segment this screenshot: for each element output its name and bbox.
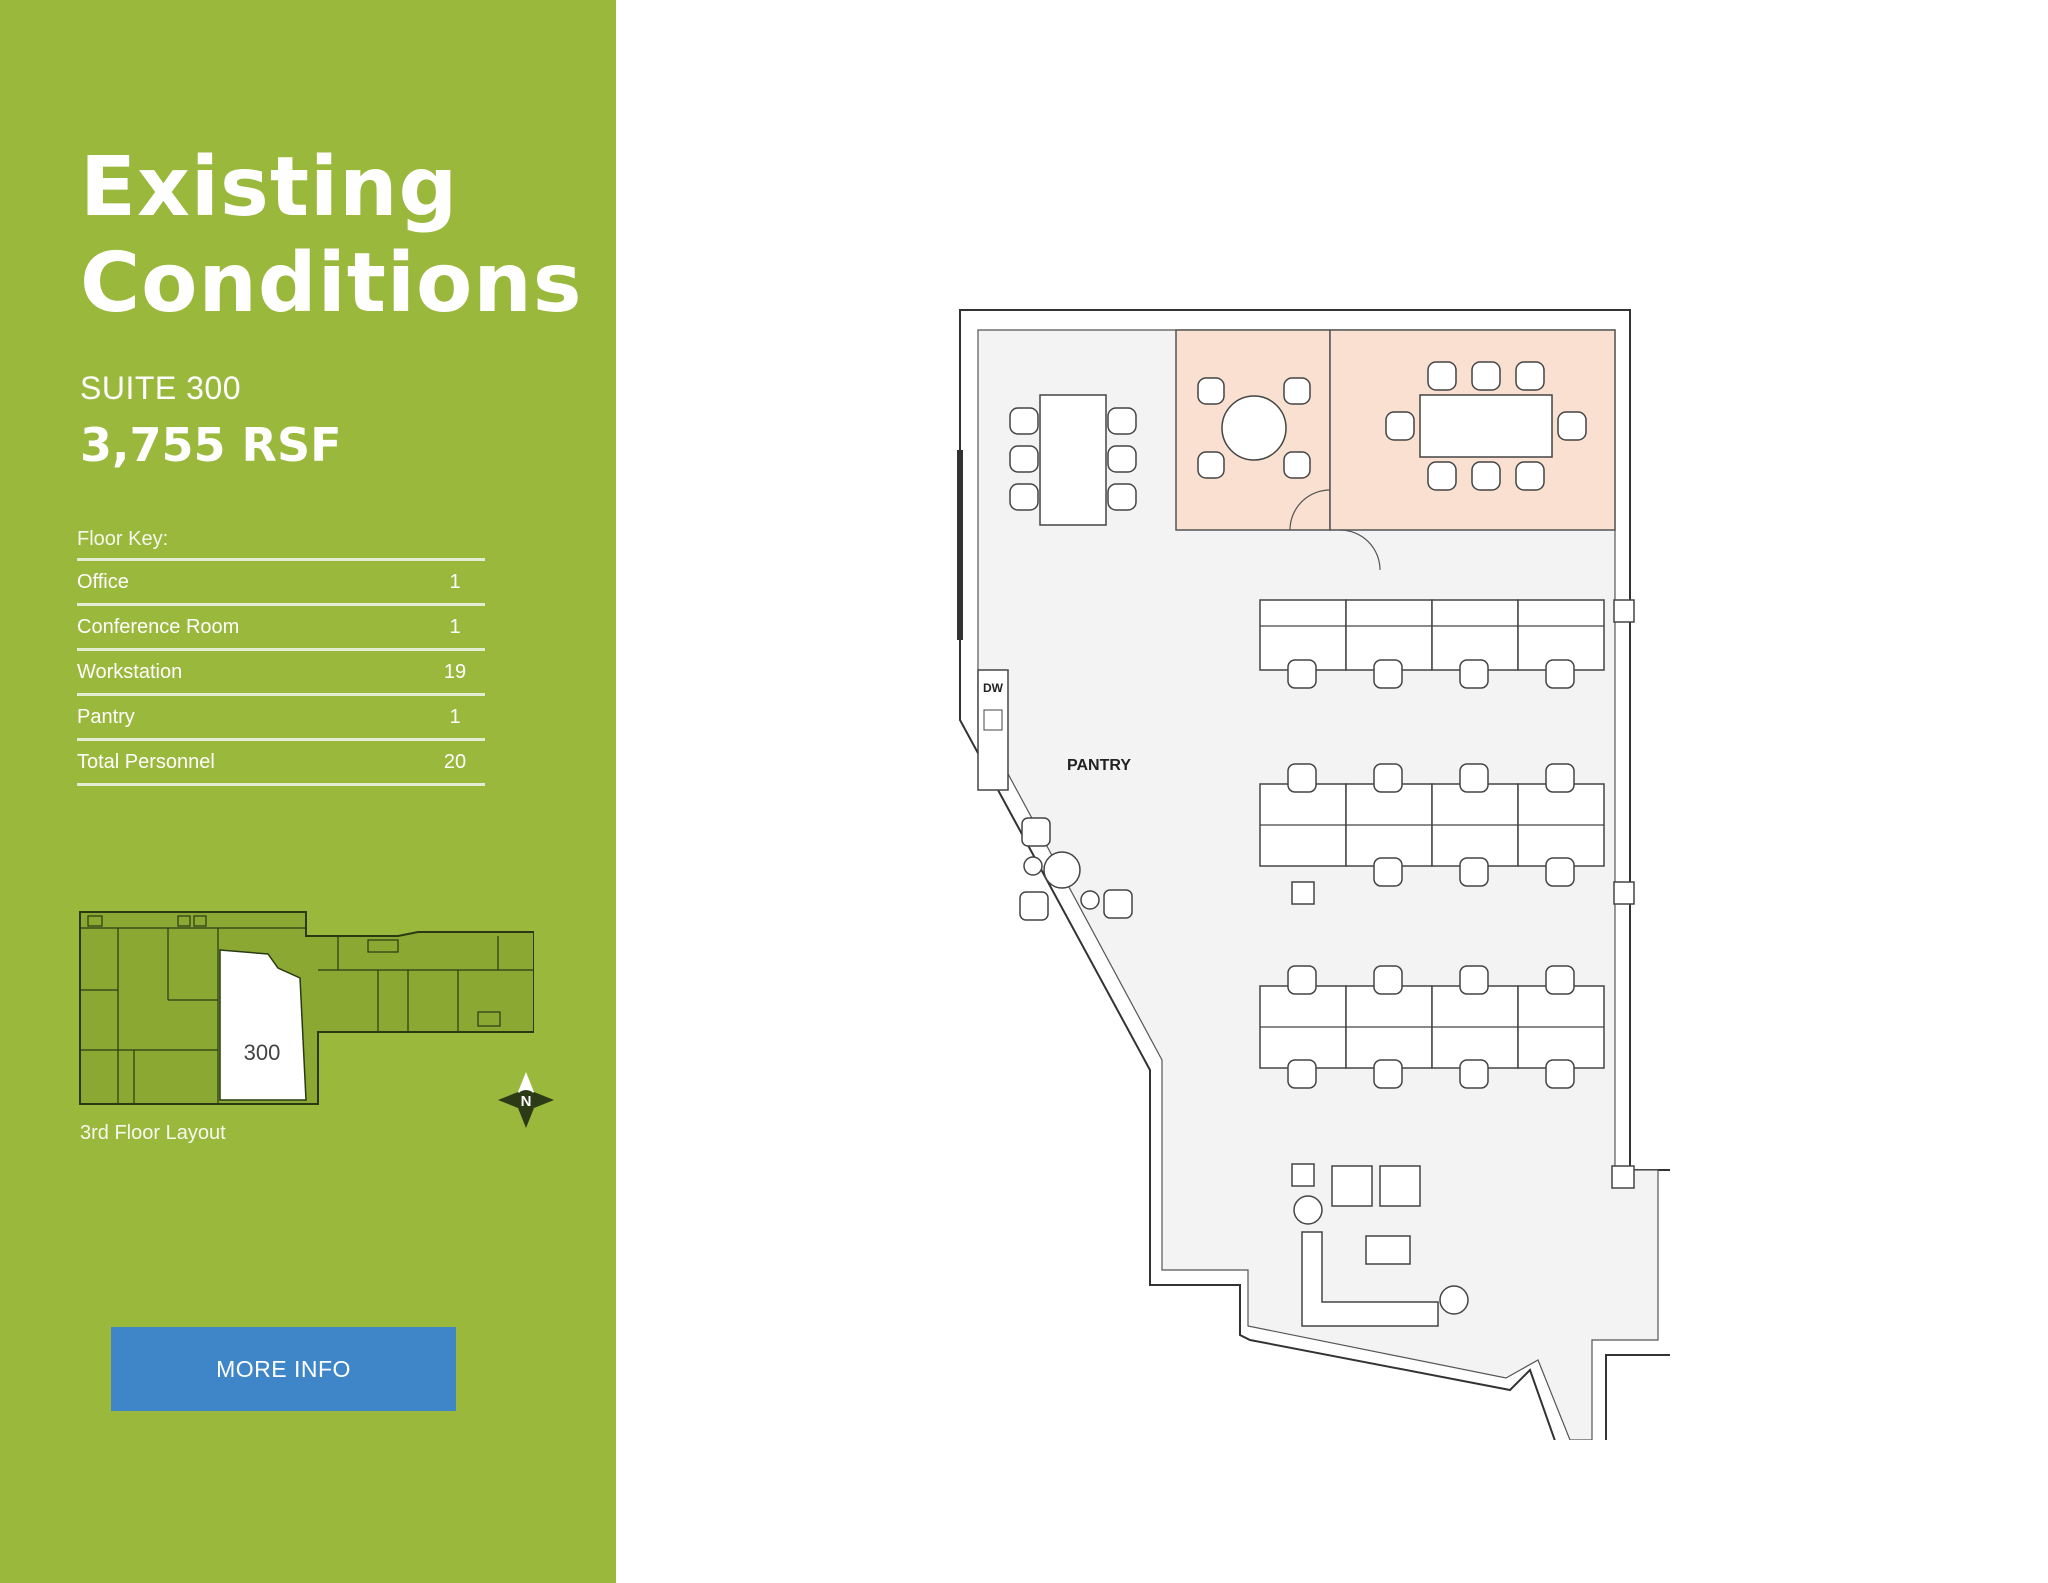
chair xyxy=(1515,361,1545,391)
chair xyxy=(1427,361,1457,391)
sectional-sofa xyxy=(1301,1231,1439,1327)
pantry-label: PANTRY xyxy=(1067,757,1131,774)
page-title: Existing Conditions xyxy=(80,140,583,332)
floor-key-label: Office xyxy=(77,570,129,593)
lounge-chair xyxy=(1379,1165,1421,1207)
table xyxy=(1419,394,1553,458)
suite-floor-plan: DW PANTRY xyxy=(957,309,1670,1440)
floor-key-value: 1 xyxy=(449,615,461,638)
floor-key-title: Floor Key: xyxy=(77,528,169,550)
title-line-1: Existing xyxy=(80,140,459,235)
north-arrow-icon: N xyxy=(498,1072,554,1128)
coffee-table xyxy=(1365,1235,1411,1265)
planter xyxy=(1293,1195,1323,1225)
chair xyxy=(1471,361,1501,391)
mini-map-suite-300-highlight xyxy=(219,949,307,1101)
chair xyxy=(1385,411,1415,441)
floor-key-row: Conference Room 1 xyxy=(77,603,485,648)
pantry-chair xyxy=(1021,817,1051,847)
floor-key-value: 20 xyxy=(443,750,467,773)
pantry-stool xyxy=(1023,856,1043,876)
floor-key-table: Office 1 Conference Room 1 Workstation 1… xyxy=(77,558,485,786)
floor-key-label: Total Personnel xyxy=(77,750,215,773)
column xyxy=(1613,881,1635,905)
column xyxy=(1613,599,1635,623)
chair xyxy=(1283,451,1311,479)
door-swing xyxy=(1339,529,1381,571)
pantry-stool xyxy=(1080,890,1100,910)
chair xyxy=(1009,407,1039,435)
chair xyxy=(1197,451,1225,479)
compass-north-label: N xyxy=(521,1093,532,1110)
chair xyxy=(1557,411,1587,441)
door-swing xyxy=(1289,489,1331,531)
table xyxy=(1221,395,1287,461)
floor-key-row: Pantry 1 xyxy=(77,693,485,738)
sink xyxy=(983,709,1003,731)
planter xyxy=(1439,1285,1469,1315)
chair xyxy=(1471,461,1501,491)
mini-map-building-outline xyxy=(79,911,534,1105)
lounge-chair xyxy=(1331,1165,1373,1207)
floor-key-label: Workstation xyxy=(77,660,183,683)
mini-map-caption: 3rd Floor Layout xyxy=(80,1122,226,1144)
rsf-value: 3,755 RSF xyxy=(80,418,342,472)
floor-key-row: Total Personnel 20 xyxy=(77,738,485,786)
sidebar-panel: Existing Conditions SUITE 300 3,755 RSF … xyxy=(0,0,616,1583)
pantry-chair xyxy=(1019,891,1049,921)
column xyxy=(1291,1163,1315,1187)
pantry-chair xyxy=(1103,889,1133,919)
pantry-table xyxy=(1043,851,1081,889)
floor-key-value: 19 xyxy=(443,660,467,683)
floor-key-label: Pantry xyxy=(77,705,135,728)
column xyxy=(1291,881,1315,905)
floor-key-value: 1 xyxy=(449,570,461,593)
chair xyxy=(1107,445,1137,473)
more-info-button[interactable]: MORE INFO xyxy=(111,1327,456,1411)
title-line-2: Conditions xyxy=(80,236,583,331)
floor-locator-map: 300 xyxy=(79,911,534,1105)
chair xyxy=(1107,407,1137,435)
table xyxy=(1039,394,1107,526)
chair xyxy=(1515,461,1545,491)
mini-map-suite-label: 300 xyxy=(244,1040,281,1065)
suite-label: SUITE 300 xyxy=(80,370,242,406)
workstation-chairs xyxy=(1287,659,1575,1089)
chair xyxy=(1197,377,1225,405)
floor-key-row: Workstation 19 xyxy=(77,648,485,693)
floor-key-label: Conference Room xyxy=(77,615,240,638)
chair xyxy=(1107,483,1137,511)
floor-key-row: Office 1 xyxy=(77,558,485,603)
chair xyxy=(1283,377,1311,405)
chair xyxy=(1009,445,1039,473)
chair xyxy=(1427,461,1457,491)
floor-key-value: 1 xyxy=(449,705,461,728)
dishwasher-label: DW xyxy=(983,681,1004,695)
chair xyxy=(1009,483,1039,511)
column xyxy=(1611,1165,1635,1189)
